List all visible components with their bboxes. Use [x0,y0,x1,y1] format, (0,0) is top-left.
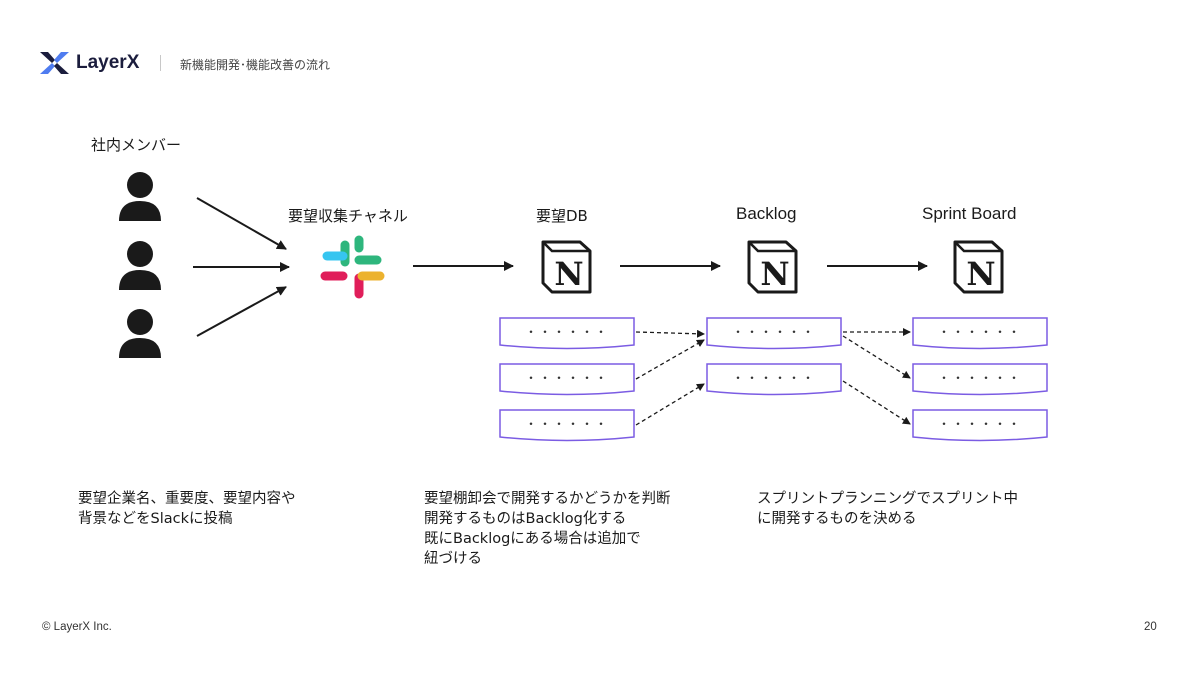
card-placeholder: ・・・・・・ [937,417,1022,431]
person-icon [119,309,161,358]
stage-label-backlog: Backlog [736,204,797,223]
description-line: 要望企業名、重要度、要望内容や [78,491,296,507]
notion-icon: N [953,240,1004,294]
arrow [196,197,287,250]
card [706,317,842,350]
person-icon [119,172,161,221]
page-title: 新機能開発･機能改善の流れ [180,58,331,72]
arrow [196,286,287,337]
card-placeholder: ・・・・・・ [731,325,816,339]
person-icon [119,241,161,290]
card [706,363,842,396]
card [499,317,635,350]
copyright: © LayerX Inc. [42,621,112,633]
svg-text:N: N [966,255,995,293]
description-line: 既にBacklogにある場合は追加で [424,531,641,547]
dashed-arrow [635,383,705,426]
header-divider [160,55,161,71]
flow-diagram: N N N [119,172,1048,442]
page-number: 20 [1144,621,1157,633]
slack-icon [320,235,385,299]
description-sprint: スプリントプランニングでスプリント中 に開発するものを決める [757,489,1018,529]
dashed-arrow [635,339,705,380]
card [499,363,635,396]
channel-label: 要望収集チャネル [288,207,408,225]
card [912,409,1048,442]
stage-label-request-db: 要望DB [536,207,588,225]
card-placeholder: ・・・・・・ [937,371,1022,385]
card [912,363,1048,396]
description-line: 開発するものはBacklog化する [424,511,627,527]
members-label: 社内メンバー [91,136,182,154]
stage-label-sprint-board: Sprint Board [922,204,1017,223]
description-line: 紐づける [424,551,482,567]
dashed-arrow [635,329,705,338]
notion-icon: N [747,240,798,294]
card [499,409,635,442]
description-line: 要望棚卸会で開発するかどうかを判断 [424,491,671,507]
brand-logo: LayerX [40,50,160,76]
description-line: 背景などをSlackに投稿 [78,511,233,527]
card-placeholder: ・・・・・・ [731,371,816,385]
card-placeholder: ・・・・・・ [524,371,609,385]
card [912,317,1048,350]
dashed-arrow [842,380,911,425]
card-placeholder: ・・・・・・ [524,417,609,431]
description-request-db: 要望棚卸会で開発するかどうかを判断 開発するものはBacklog化する 既にBa… [424,489,671,569]
description-slack: 要望企業名、重要度、要望内容や 背景などをSlackに投稿 [78,489,296,529]
description-line: に開発するものを決める [757,511,917,527]
brand-name: LayerX [76,52,140,73]
layerx-logo-icon [40,52,69,74]
dashed-arrow [842,335,911,379]
notion-icon: N [541,240,592,294]
svg-text:N: N [760,255,789,293]
card-placeholder: ・・・・・・ [937,325,1022,339]
svg-text:N: N [554,255,583,293]
description-line: スプリントプランニングでスプリント中 [757,491,1018,507]
card-placeholder: ・・・・・・ [524,325,609,339]
